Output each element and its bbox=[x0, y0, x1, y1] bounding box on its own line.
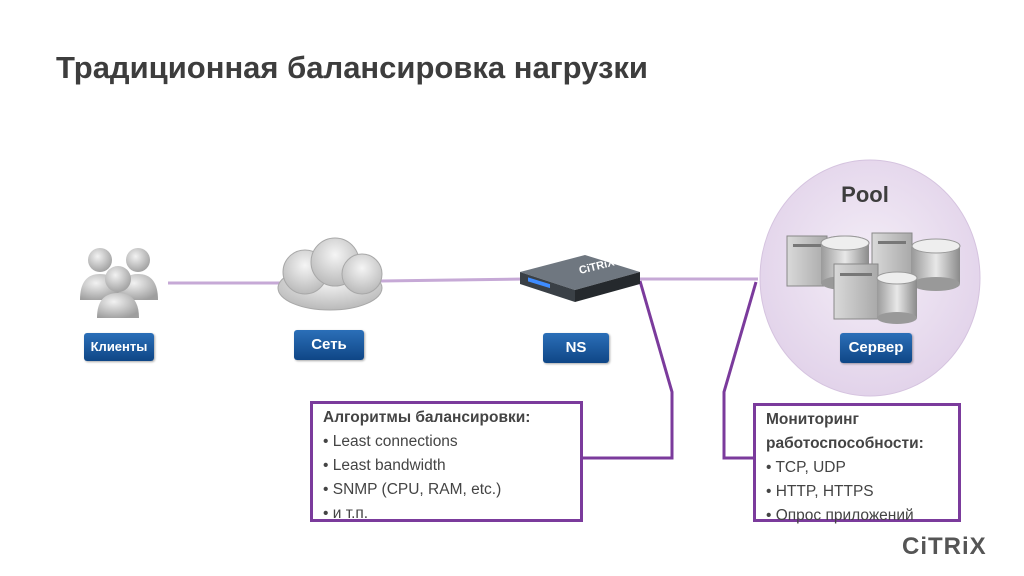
monitoring-heading-line1: Мониторинг bbox=[766, 411, 859, 428]
algorithms-list: Least connections Least bandwidth SNMP (… bbox=[323, 430, 570, 526]
monitoring-list: TCP, UDP HTTP, HTTPS Опрос приложений bbox=[766, 456, 948, 528]
health-monitoring-box: Мониторинг работоспособности: TCP, UDP H… bbox=[753, 403, 961, 524]
connector-ns-algorithms bbox=[583, 280, 674, 460]
list-item: Least bandwidth bbox=[323, 454, 570, 478]
clients-label: Клиенты bbox=[84, 333, 154, 361]
page-title: Традиционная балансировка нагрузки bbox=[56, 50, 648, 85]
server-icon-right bbox=[871, 232, 961, 291]
netscaler-appliance-icon: CiTRiX bbox=[520, 255, 640, 302]
network-cloud-icon bbox=[277, 237, 383, 311]
clients-people-icon bbox=[80, 248, 158, 318]
list-item: Опрос приложений bbox=[766, 504, 948, 528]
monitoring-heading-line2: работоспособности: bbox=[766, 435, 924, 452]
algorithms-heading: Алгоритмы балансировки: bbox=[323, 409, 531, 426]
connector-pool-monitoring bbox=[722, 281, 758, 460]
citrix-logo: CiTRiX bbox=[902, 533, 987, 560]
pool-label: Pool bbox=[841, 182, 889, 207]
link-network-ns bbox=[377, 277, 526, 283]
network-label: Сеть bbox=[294, 330, 364, 360]
list-item: HTTP, HTTPS bbox=[766, 480, 948, 504]
server-label: Сервер bbox=[840, 333, 912, 363]
balancing-algorithms-box: Алгоритмы балансировки: Least connection… bbox=[310, 401, 583, 522]
server-icon-front bbox=[833, 263, 918, 324]
list-item: и т.п. bbox=[323, 502, 570, 526]
list-item: Least connections bbox=[323, 430, 570, 454]
list-item: TCP, UDP bbox=[766, 456, 948, 480]
ns-label: NS bbox=[543, 333, 609, 363]
list-item: SNMP (CPU, RAM, etc.) bbox=[323, 478, 570, 502]
